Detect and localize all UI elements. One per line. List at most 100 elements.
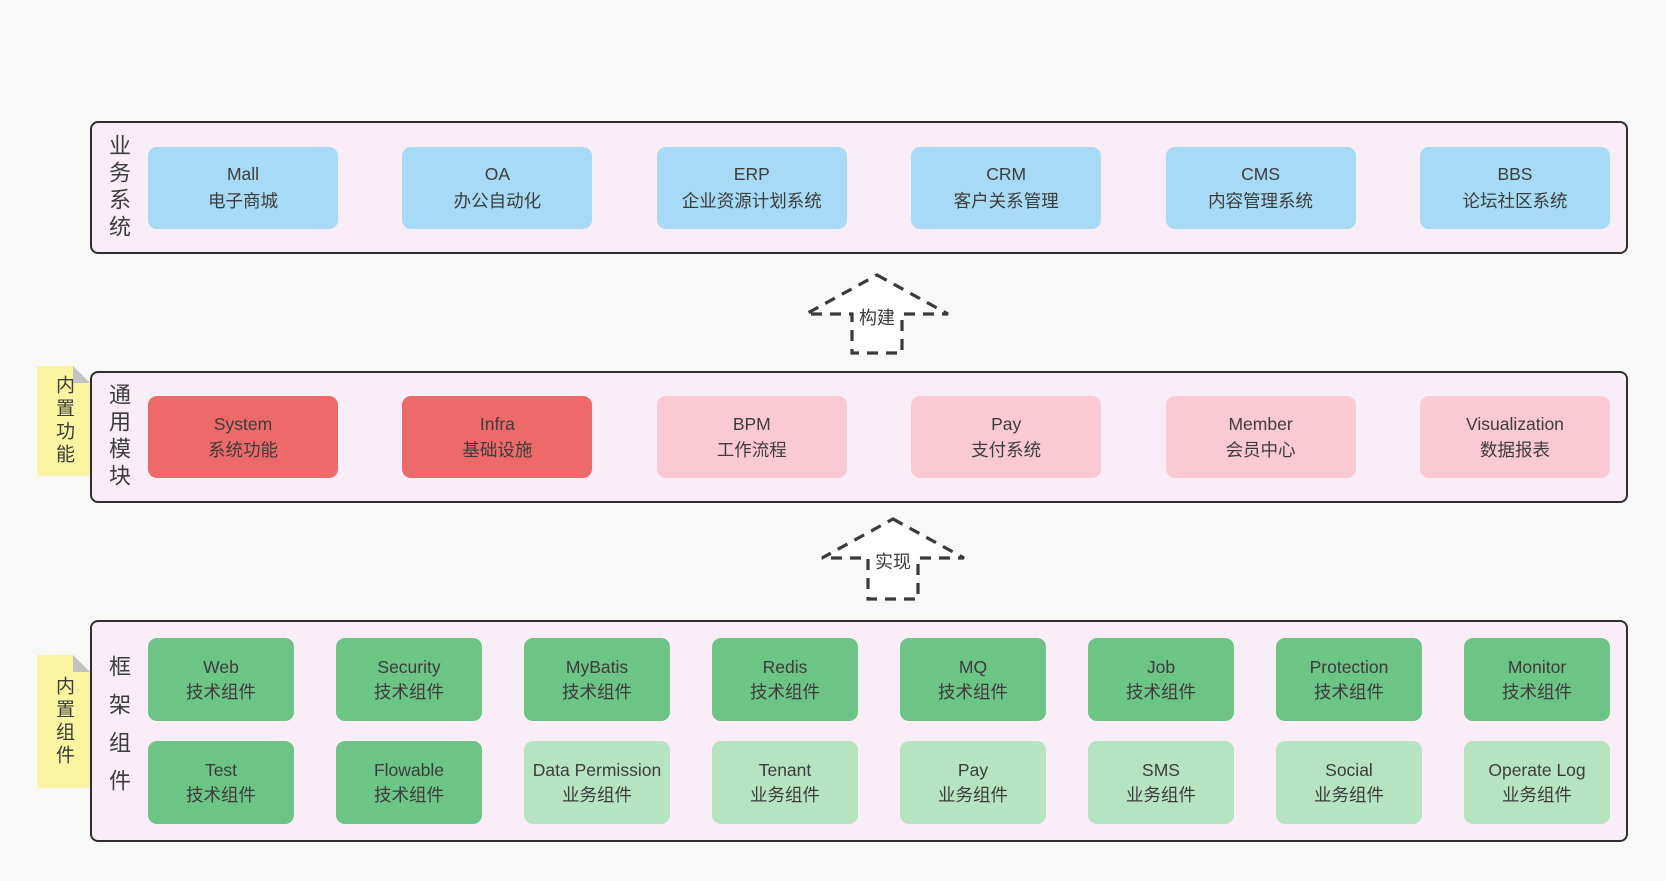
system-box-crm: CRM 客户关系管理 [911, 146, 1102, 229]
box-subtitle: 会员中心 [1225, 440, 1296, 460]
module-box-infra: Infra 基础设施 [402, 396, 593, 478]
box-title: Protection [1309, 657, 1389, 678]
box-subtitle: 数据报表 [1479, 440, 1550, 460]
sticky-note-builtin-features: 内置功能 [37, 366, 90, 476]
box-subtitle: 客户关系管理 [953, 190, 1059, 211]
box-title: BPM [732, 413, 771, 434]
implement-arrow: 实现 [821, 517, 965, 601]
box-title: Security [377, 657, 441, 678]
system-box-cms: CMS 内容管理系统 [1165, 146, 1356, 229]
box-title: Web [203, 657, 239, 678]
component-box-redis: Redis 技术组件 [712, 638, 858, 721]
box-title: Job [1146, 657, 1176, 678]
box-subtitle: 基础设施 [462, 440, 533, 460]
box-title: CMS [1241, 164, 1280, 185]
system-box-erp: ERP 企业资源计划系统 [656, 146, 847, 229]
box-title: Monitor [1507, 657, 1567, 678]
box-subtitle: 业务组件 [1126, 784, 1196, 805]
module-boxes: System 系统功能 Infra 基础设施 BPM 工作流程 Pay 支付系统… [144, 373, 1626, 501]
box-title: Pay [957, 760, 989, 781]
system-box-bbs: BBS 论坛社区系统 [1419, 146, 1610, 229]
box-subtitle: 论坛社区系统 [1462, 190, 1568, 211]
box-title: MyBatis [565, 657, 629, 678]
box-subtitle: 支付系统 [971, 440, 1042, 460]
component-box-mq: MQ 技术组件 [900, 638, 1046, 721]
business-systems-band: 业务系统 Mall 电子商城 OA 办公自动化 ERP 企业资源计划系统 CRM… [90, 121, 1628, 254]
common-modules-band: 通用模块 System 系统功能 Infra 基础设施 BPM 工作流程 Pay… [90, 371, 1628, 503]
arrow-label: 实现 [875, 552, 911, 572]
box-title: ERP [733, 164, 770, 185]
module-box-pay: Pay 支付系统 [911, 396, 1102, 478]
box-title: Tenant [758, 760, 812, 781]
box-title: Flowable [373, 760, 445, 781]
box-title: Member [1228, 413, 1293, 434]
framework-row-1: Web 技术组件 Security 技术组件 MyBatis 技术组件 Redi… [148, 638, 1610, 721]
component-box-operate-log: Operate Log 业务组件 [1464, 741, 1610, 824]
box-subtitle: 内容管理系统 [1208, 190, 1314, 211]
component-box-pay: Pay 业务组件 [900, 741, 1046, 824]
module-box-bpm: BPM 工作流程 [656, 396, 847, 478]
framework-components-band: 框架组件 Web 技术组件 Security 技术组件 MyBatis 技术组件… [90, 620, 1628, 842]
module-box-system: System 系统功能 [148, 396, 338, 478]
module-box-visualization: Visualization 数据报表 [1419, 396, 1610, 478]
box-title: OA [484, 164, 511, 185]
arrow-label-bg [854, 305, 900, 331]
band-label-framework: 框架组件 [106, 655, 131, 807]
box-title: Operate Log [1488, 760, 1586, 781]
arrow-label: 构建 [859, 308, 895, 328]
component-box-flowable: Flowable 技术组件 [336, 741, 482, 824]
box-title: Visualization [1465, 413, 1564, 434]
box-subtitle: 业务组件 [562, 784, 632, 805]
box-subtitle: 业务组件 [1314, 784, 1384, 805]
box-subtitle: 技术组件 [374, 784, 444, 805]
box-subtitle: 技术组件 [750, 681, 820, 702]
component-box-security: Security 技术组件 [336, 638, 482, 721]
component-box-test: Test 技术组件 [148, 741, 294, 824]
box-subtitle: 企业资源计划系统 [681, 190, 822, 211]
component-box-monitor: Monitor 技术组件 [1464, 638, 1610, 721]
business-boxes: Mall 电子商城 OA 办公自动化 ERP 企业资源计划系统 CRM 客户关系… [144, 123, 1626, 252]
component-box-mybatis: MyBatis 技术组件 [524, 638, 670, 721]
component-box-tenant: Tenant 业务组件 [712, 741, 858, 824]
box-subtitle: 系统功能 [208, 440, 278, 460]
framework-boxes: Web 技术组件 Security 技术组件 MyBatis 技术组件 Redi… [144, 622, 1626, 840]
sticky-text: 内置组件 [53, 675, 74, 768]
box-subtitle: 技术组件 [562, 681, 632, 702]
component-box-protection: Protection 技术组件 [1276, 638, 1422, 721]
box-subtitle: 技术组件 [374, 681, 444, 702]
sticky-note-builtin-components: 内置组件 [37, 655, 90, 788]
band-label-business: 业务系统 [106, 133, 131, 242]
box-title: Redis [762, 657, 808, 678]
box-title: Test [204, 760, 238, 781]
arrow-label-bg [870, 549, 916, 575]
box-title: Mall [226, 164, 260, 185]
box-title: BBS [1497, 164, 1533, 185]
box-subtitle: 业务组件 [938, 784, 1008, 805]
module-box-member: Member 会员中心 [1165, 396, 1356, 478]
box-title: Data Permission [532, 760, 662, 781]
box-subtitle: 技术组件 [938, 681, 1008, 702]
box-title: SMS [1142, 760, 1180, 781]
box-subtitle: 办公自动化 [453, 190, 542, 211]
system-box-mall: Mall 电子商城 [148, 146, 338, 229]
sticky-text: 内置功能 [53, 375, 74, 467]
component-box-web: Web 技术组件 [148, 638, 294, 721]
box-subtitle: 业务组件 [750, 784, 820, 805]
box-title: Infra [479, 413, 515, 434]
component-box-sms: SMS 业务组件 [1088, 741, 1234, 824]
system-box-oa: OA 办公自动化 [402, 146, 593, 229]
component-box-data-permission: Data Permission 业务组件 [524, 741, 670, 824]
band-label-modules: 通用模块 [106, 383, 131, 491]
box-title: Social [1325, 760, 1373, 781]
box-subtitle: 技术组件 [1314, 681, 1384, 702]
box-subtitle: 技术组件 [1126, 681, 1196, 702]
framework-row-2: Test 技术组件 Flowable 技术组件 Data Permission … [148, 741, 1610, 824]
box-title: CRM [986, 164, 1027, 185]
box-title: MQ [958, 657, 988, 678]
box-subtitle: 技术组件 [186, 784, 256, 805]
box-subtitle: 技术组件 [1502, 681, 1572, 702]
box-subtitle: 技术组件 [186, 681, 256, 702]
component-box-social: Social 业务组件 [1276, 741, 1422, 824]
box-subtitle: 业务组件 [1502, 784, 1572, 805]
component-box-job: Job 技术组件 [1088, 638, 1234, 721]
